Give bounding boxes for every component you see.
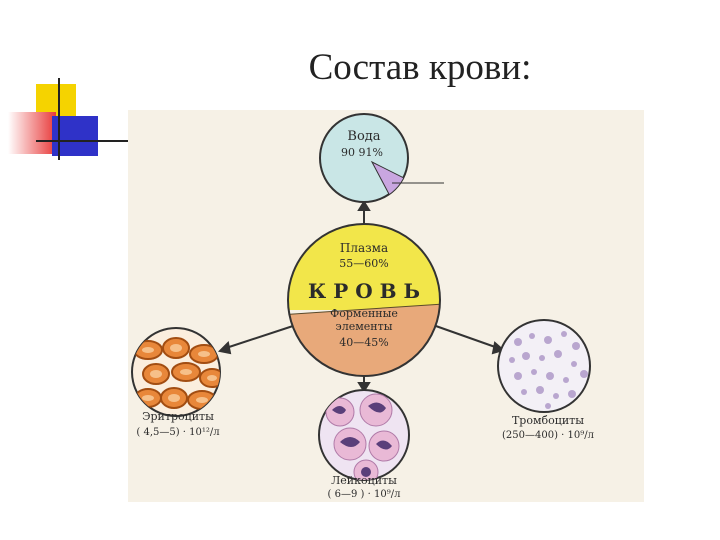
- arrow-head-erythrocytes: [217, 340, 232, 355]
- plasma-percent: 55—60%: [339, 257, 388, 270]
- deco-red-square: [8, 112, 56, 154]
- slide-title: Состав крови:: [308, 47, 532, 88]
- water-label: Вода: [347, 129, 380, 144]
- thrombocyte-cells: [509, 331, 588, 409]
- formed-label-line2: элементы: [336, 320, 393, 333]
- thrombocytes-value: (250—400) · 10⁹/л: [502, 430, 594, 441]
- deco-vertical-line: [58, 78, 60, 160]
- erythrocytes-circle: Эритроциты ( 4,5—5) · 10¹²/л: [131, 327, 221, 438]
- formed-label-line1: Форменные: [330, 307, 398, 320]
- leukocytes-circle: Лейкоциты ( 6—9 ) · 10⁹/л: [318, 389, 410, 500]
- leukocytes-label: Лейкоциты: [331, 474, 397, 487]
- plasma-label: Плазма: [340, 241, 388, 255]
- leukocytes-value: ( 6—9 ) · 10⁹/л: [328, 489, 401, 500]
- arrow-to-erythrocytes: [225, 324, 297, 349]
- leukocyte-cells: [325, 393, 400, 480]
- thrombocytes-circle: Тромбоциты (250—400) · 10⁹/л: [497, 319, 594, 441]
- blood-label: К Р О В Ь: [308, 279, 420, 303]
- blood-circle: Плазма 55—60% К Р О В Ь Форменные элемен…: [287, 223, 441, 377]
- erythrocyte-cells: [133, 337, 220, 410]
- thrombocytes-label: Тромбоциты: [512, 414, 584, 427]
- water-circle: Вода 90 91%: [319, 113, 444, 203]
- water-percent: 90 91%: [341, 146, 383, 159]
- erythrocytes-value: ( 4,5—5) · 10¹²/л: [136, 427, 219, 438]
- arrow-head-water: [357, 200, 371, 211]
- blood-diagram: Вода 90 91% Плазма 55—60% К Р О В Ь Форм…: [131, 113, 594, 500]
- blood-composition-figure: Вода 90 91% Плазма 55—60% К Р О В Ь Форм…: [128, 110, 644, 502]
- arrow-head-leukocytes: [357, 382, 371, 393]
- arrow-to-thrombocytes: [432, 324, 499, 349]
- formed-percent: 40—45%: [339, 336, 388, 349]
- deco-horizontal-line: [36, 140, 130, 142]
- erythrocytes-label: Эритроциты: [142, 410, 214, 423]
